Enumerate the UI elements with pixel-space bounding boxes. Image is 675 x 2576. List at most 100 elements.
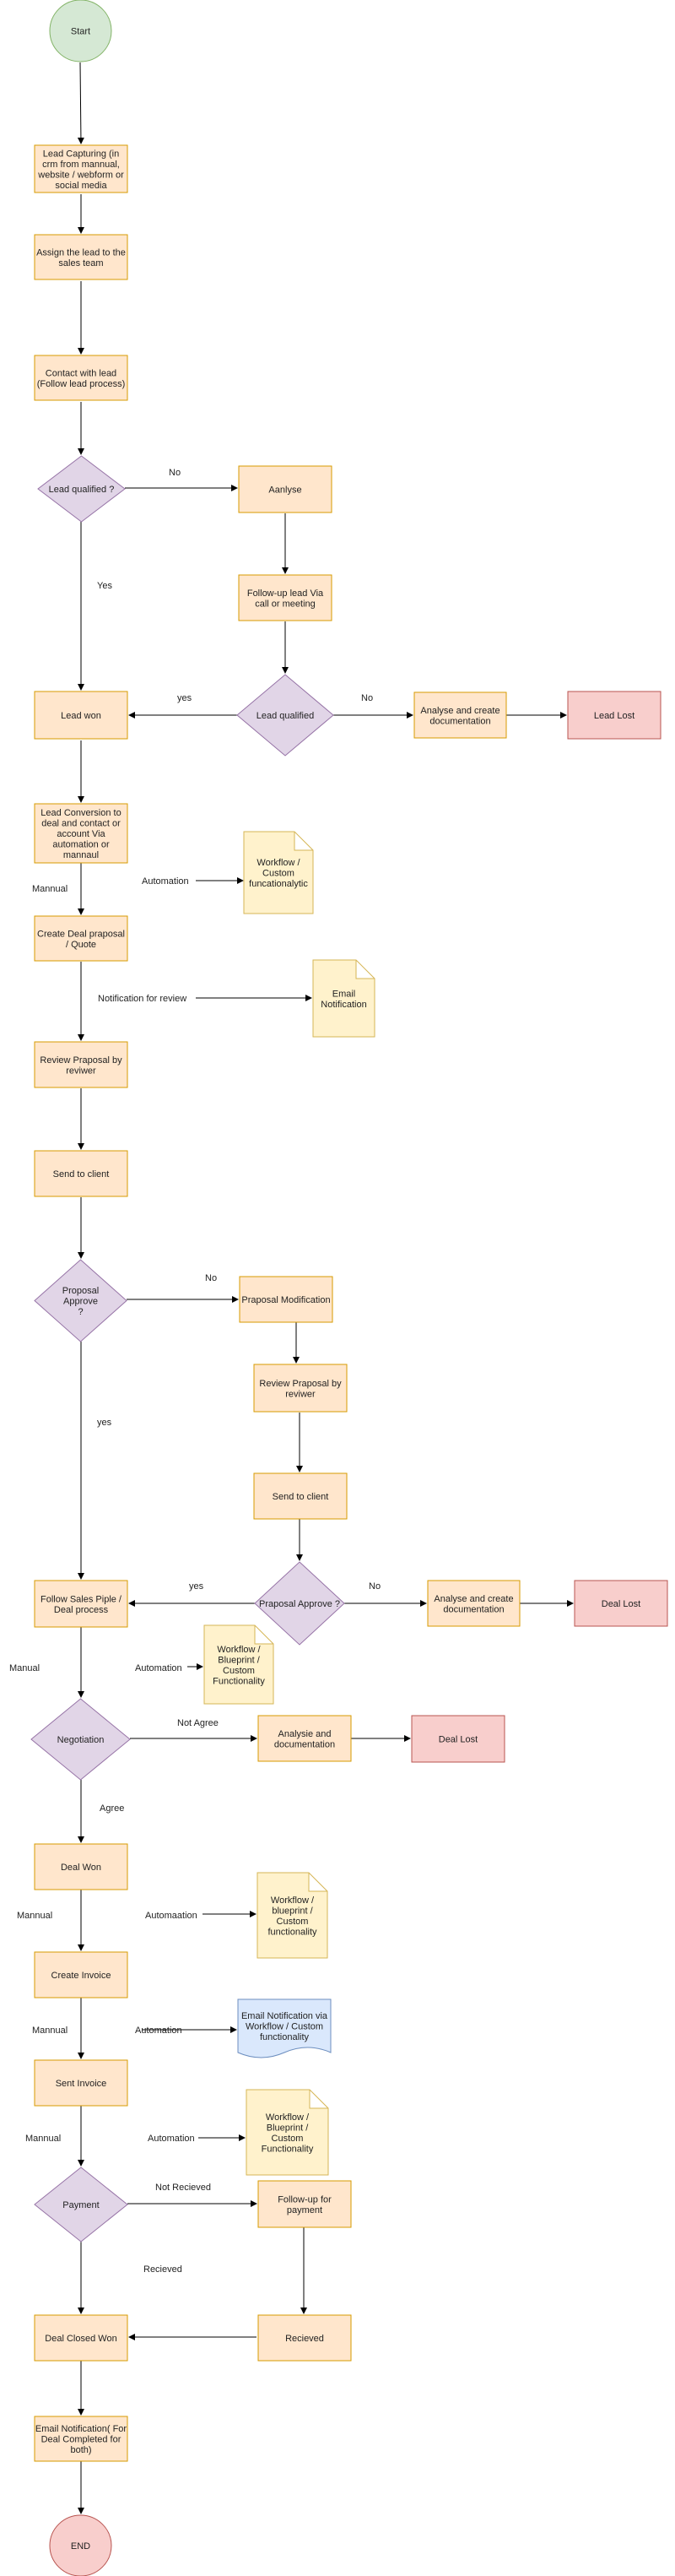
node-create-invoice-label: Create Invoice (51, 1971, 111, 1981)
node-label-line: Workflow / Custom (246, 2022, 323, 2032)
label-automation-2: Automation (135, 1663, 182, 1673)
node-label-line: Analyse and create (420, 706, 500, 716)
node-analyse-doc2-shape (427, 1580, 521, 1627)
label-automation-5: Automation (148, 2134, 195, 2144)
node-label-line: Sent Invoice (56, 2079, 107, 2089)
node-email-notification-shape (312, 959, 375, 1038)
node-email-final-shape (34, 2416, 128, 2462)
node-label-line: call or meeting (255, 599, 316, 609)
node-sent-invoice: Sent Invoice (34, 2059, 128, 2107)
node-contact-lead-label: Contact with lead(Follow lead process) (37, 368, 126, 389)
node-label-line: Praposal Approve ? (259, 1599, 340, 1609)
node-negotiation-shape (30, 1698, 131, 1781)
node-send-client1-label: Send to client (53, 1169, 110, 1180)
node-deal-closed-shape (34, 2314, 128, 2362)
label-yes-2: yes (177, 693, 192, 703)
label-yes-3: yes (97, 1418, 112, 1428)
node-label-line: Aanlyse (268, 485, 301, 496)
node-workflow4-shape (246, 2089, 329, 2176)
node-review-proposal2-shape (253, 1364, 348, 1413)
node-contact-lead: Contact with lead(Follow lead process) (34, 355, 128, 401)
node-analyse-doc1-shape (413, 691, 507, 739)
label-manual-1: Mannual (32, 884, 68, 894)
edge-labels: No Yes yes No Mannual Automation Notific… (9, 468, 381, 2275)
node-create-invoice-shape (34, 1951, 128, 1998)
node-email-workflow-shape (237, 1998, 332, 2058)
node-send-client1: Send to client (34, 1150, 128, 1197)
node-lead-conversion-shape (34, 803, 128, 864)
node-deal-lost2-shape (411, 1715, 505, 1763)
node-lead-qualified-q-shape (37, 455, 126, 523)
node-label-line: Create Deal praposal (37, 929, 125, 939)
node-label-line: functionality (260, 2032, 310, 2042)
label-recieved: Recieved (143, 2264, 182, 2275)
node-label-line: sales team (58, 258, 103, 268)
label-manual-3: Mannual (17, 1911, 52, 1921)
node-label-line: blueprint / (272, 1906, 313, 1916)
node-label-line: Blueprint / (218, 1655, 260, 1665)
label-agree: Agree (100, 1803, 124, 1814)
node-label-line: Lead won (61, 711, 101, 721)
node-lead-qualified-q: Lead qualified ? (37, 455, 126, 523)
node-label-line: both) (70, 2445, 91, 2455)
label-no-4: No (369, 1581, 381, 1592)
node-label-line: Email Notification( For (35, 2424, 127, 2434)
node-send-client2-label: Send to client (273, 1492, 329, 1502)
node-label-line: Custom (272, 2134, 304, 2144)
node-label-line: Deal Lost (439, 1735, 478, 1745)
node-analyse-shape (238, 465, 332, 513)
node-proposal-approve-q-shape (34, 1259, 127, 1342)
node-label-line: functionality (267, 1927, 317, 1937)
label-yes-4: yes (189, 1581, 204, 1592)
label-no-3: No (205, 1273, 217, 1283)
node-label-line: automation or (52, 840, 110, 850)
edge-start-capture (77, 62, 84, 144)
node-label-line: Notification (321, 1000, 366, 1010)
node-label-line: Functionality (213, 1676, 265, 1686)
node-follow-payment-shape (257, 2180, 352, 2228)
node-create-proposal-label: Create Deal praposal/ Quote (37, 929, 125, 950)
node-label-line: Deal Closed Won (45, 2334, 116, 2344)
node-label-line: Blueprint / (267, 2123, 309, 2133)
node-label-line: Follow-up lead Via (247, 588, 324, 599)
node-label-line: Deal process (54, 1605, 109, 1615)
label-automation-4: Automation (135, 2026, 182, 2036)
node-create-proposal: Create Deal praposal/ Quote (34, 915, 128, 962)
node-label-line: Lead qualified ? (49, 485, 115, 495)
node-end: END (49, 2514, 112, 2576)
node-label-line: reviwer (66, 1066, 96, 1076)
node-sent-invoice-shape (34, 2059, 128, 2107)
node-lead-lost: Lead Lost (567, 691, 662, 740)
node-lead-lost-shape (567, 691, 662, 740)
node-label-line: ? (78, 1307, 83, 1317)
label-manual-5: Mannual (25, 2134, 61, 2144)
node-lead-qualified2-shape (236, 674, 334, 757)
node-lead-qualified-q-label: Lead qualified ? (49, 485, 115, 495)
node-start-shape (49, 0, 112, 62)
node-start: Start (49, 0, 112, 62)
node-label-line: Review Praposal by (259, 1379, 342, 1389)
node-recieved-label: Recieved (285, 2334, 324, 2344)
node-label-line: Custom (277, 1917, 309, 1927)
label-automation-1: Automation (142, 876, 189, 887)
node-label-line: Custom (223, 1666, 255, 1676)
node-label-line: Workflow / (266, 2112, 310, 2123)
node-lead-won: Lead won (34, 691, 128, 740)
node-label-line: Approve (63, 1297, 98, 1307)
node-lead-lost-label: Lead Lost (594, 711, 634, 721)
node-label-line: / Quote (66, 940, 96, 950)
